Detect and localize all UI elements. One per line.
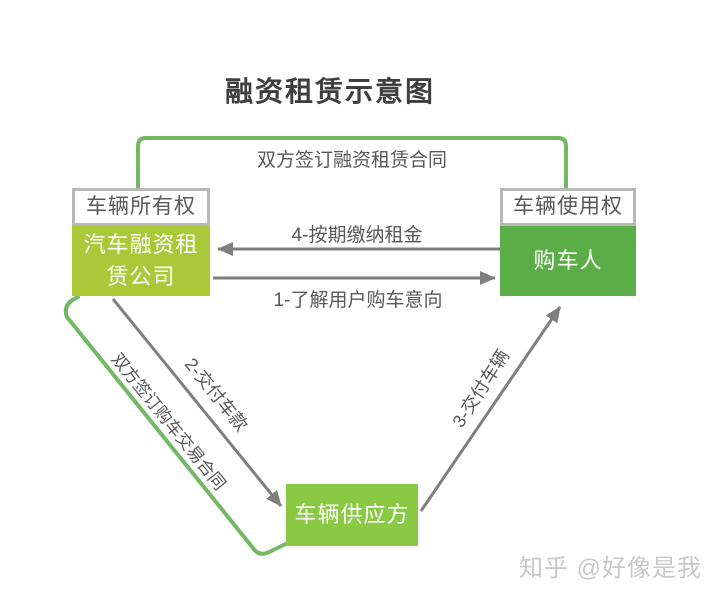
- ownership-label-box: 车辆所有权: [72, 188, 210, 226]
- step4-label: 4-按期缴纳租金: [291, 225, 423, 246]
- supplier-node: 车辆供应方: [286, 484, 418, 546]
- zhihu-watermark: 知乎 @好像是我: [518, 555, 702, 582]
- usage-right-label-box: 车辆使用权: [500, 188, 636, 226]
- purchase-contract-line: [63, 295, 298, 556]
- lessor-node: 汽车融资租赁公司: [72, 226, 210, 296]
- arrow-step3: [419, 306, 562, 512]
- buyer-node: 购车人: [500, 226, 636, 296]
- step1-label: 1-了解用户购车意向: [273, 290, 443, 311]
- lease-contract-bracket: [136, 136, 568, 191]
- diagram-title: 融资租赁示意图: [224, 76, 435, 107]
- arrow-step2: [111, 298, 283, 507]
- lease-contract-label: 双方签订融资租赁合同: [256, 150, 447, 171]
